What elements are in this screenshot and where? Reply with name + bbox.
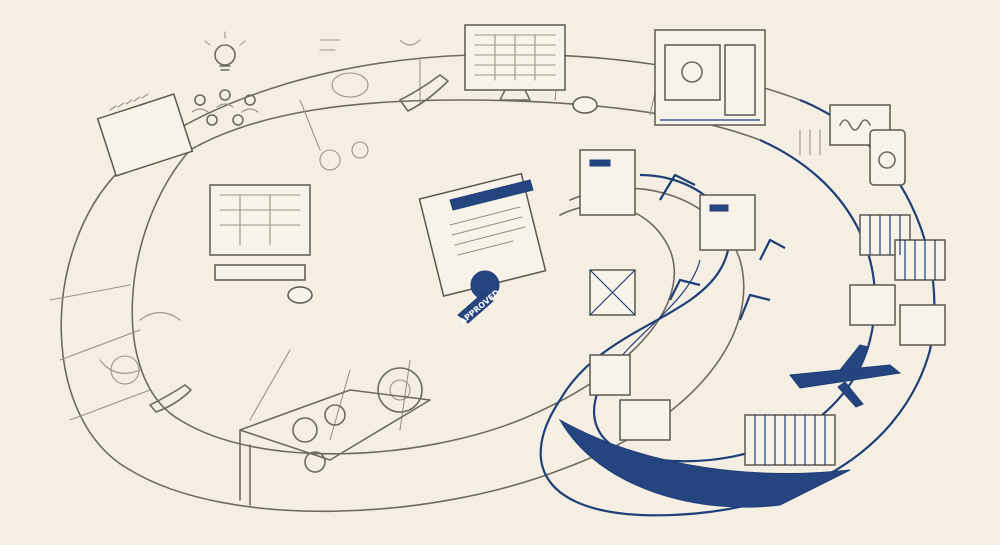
airplane-icon: [790, 345, 900, 407]
team-icon: [192, 90, 258, 125]
oscilloscope-icon: [800, 105, 905, 185]
3d-printer-icon: [655, 30, 765, 125]
notebook-icon: [98, 94, 193, 176]
lightbulb-icon: [205, 32, 245, 70]
computer-icon: [210, 185, 312, 303]
shipping-container-icon: [850, 215, 945, 345]
factory-machine-icon: [580, 150, 755, 315]
certificate-icon: APPROVED: [419, 174, 545, 327]
